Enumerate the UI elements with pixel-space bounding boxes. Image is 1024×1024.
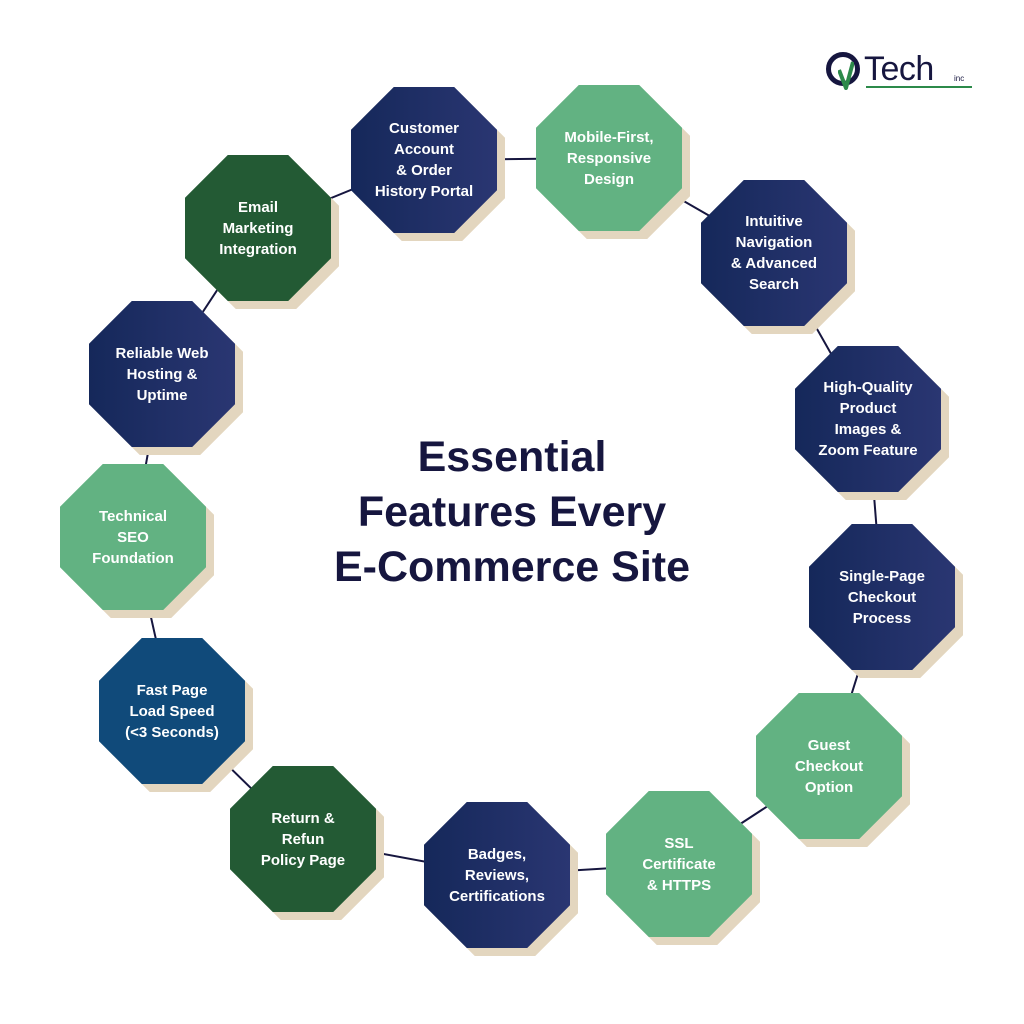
feature-label: Single-Page Checkout Process bbox=[839, 567, 925, 627]
feature-node: Return & Refun Policy Page bbox=[230, 766, 384, 920]
infographic-title: Essential Features Every E-Commerce Site bbox=[333, 433, 691, 591]
octagon-badge: Guest Checkout Option bbox=[756, 693, 902, 839]
feature-label: Technical SEO Foundation bbox=[92, 507, 174, 567]
octagon-badge: SSL Certificate & HTTPS bbox=[606, 791, 752, 937]
feature-node: Guest Checkout Option bbox=[756, 693, 910, 847]
feature-label: Intuitive Navigation & Advanced Search bbox=[730, 213, 818, 293]
check-mark-icon bbox=[838, 61, 854, 90]
qtech-logo: Tech inc bbox=[826, 50, 982, 100]
feature-label: Fast Page Load Speed (<3 Seconds) bbox=[125, 681, 219, 741]
octagon-badge: Email Marketing Integration bbox=[185, 155, 331, 301]
feature-node: Customer Account & Order History Portal bbox=[351, 87, 505, 241]
octagon-badge: Technical SEO Foundation bbox=[60, 464, 206, 610]
feature-node: Mobile-First, Responsive Design bbox=[536, 85, 690, 239]
feature-label: Mobile-First, Responsive Design bbox=[564, 128, 654, 188]
feature-label: Badges, Reviews, Certifications bbox=[449, 845, 545, 905]
octagon-badge: High-Quality Product Images & Zoom Featu… bbox=[795, 346, 941, 492]
octagon-badge: Reliable Web Hosting & Uptime bbox=[89, 301, 235, 447]
feature-label: Email Marketing Integration bbox=[219, 198, 297, 258]
feature-node: High-Quality Product Images & Zoom Featu… bbox=[795, 346, 949, 500]
feature-label: Return & Refun Policy Page bbox=[260, 809, 346, 869]
feature-node: Intuitive Navigation & Advanced Search bbox=[701, 180, 855, 334]
feature-node: Single-Page Checkout Process bbox=[809, 524, 963, 678]
logo-underline bbox=[866, 86, 972, 88]
octagon-badge: Customer Account & Order History Portal bbox=[351, 87, 497, 233]
feature-label: Guest Checkout Option bbox=[794, 736, 864, 796]
feature-label: Reliable Web Hosting & Uptime bbox=[115, 344, 209, 404]
octagon-badge: Return & Refun Policy Page bbox=[230, 766, 376, 912]
feature-node: Fast Page Load Speed (<3 Seconds) bbox=[99, 638, 253, 792]
feature-label: High-Quality Product Images & Zoom Featu… bbox=[818, 379, 918, 459]
octagon-badge: Badges, Reviews, Certifications bbox=[424, 802, 570, 948]
octagon-badge: Mobile-First, Responsive Design bbox=[536, 85, 682, 231]
octagon-badge: Intuitive Navigation & Advanced Search bbox=[701, 180, 847, 326]
feature-node: SSL Certificate & HTTPS bbox=[606, 791, 760, 945]
feature-node: Technical SEO Foundation bbox=[60, 464, 214, 618]
feature-node: Reliable Web Hosting & Uptime bbox=[89, 301, 243, 455]
octagon-badge: Fast Page Load Speed (<3 Seconds) bbox=[99, 638, 245, 784]
feature-label: Customer Account & Order History Portal bbox=[374, 120, 474, 200]
logo-wordmark: Tech bbox=[864, 50, 934, 88]
octagon-badge: Single-Page Checkout Process bbox=[809, 524, 955, 670]
feature-node: Badges, Reviews, Certifications bbox=[424, 802, 578, 956]
feature-node: Email Marketing Integration bbox=[185, 155, 339, 309]
logo-suffix: inc bbox=[954, 74, 965, 83]
feature-label: SSL Certificate & HTTPS bbox=[642, 834, 716, 894]
